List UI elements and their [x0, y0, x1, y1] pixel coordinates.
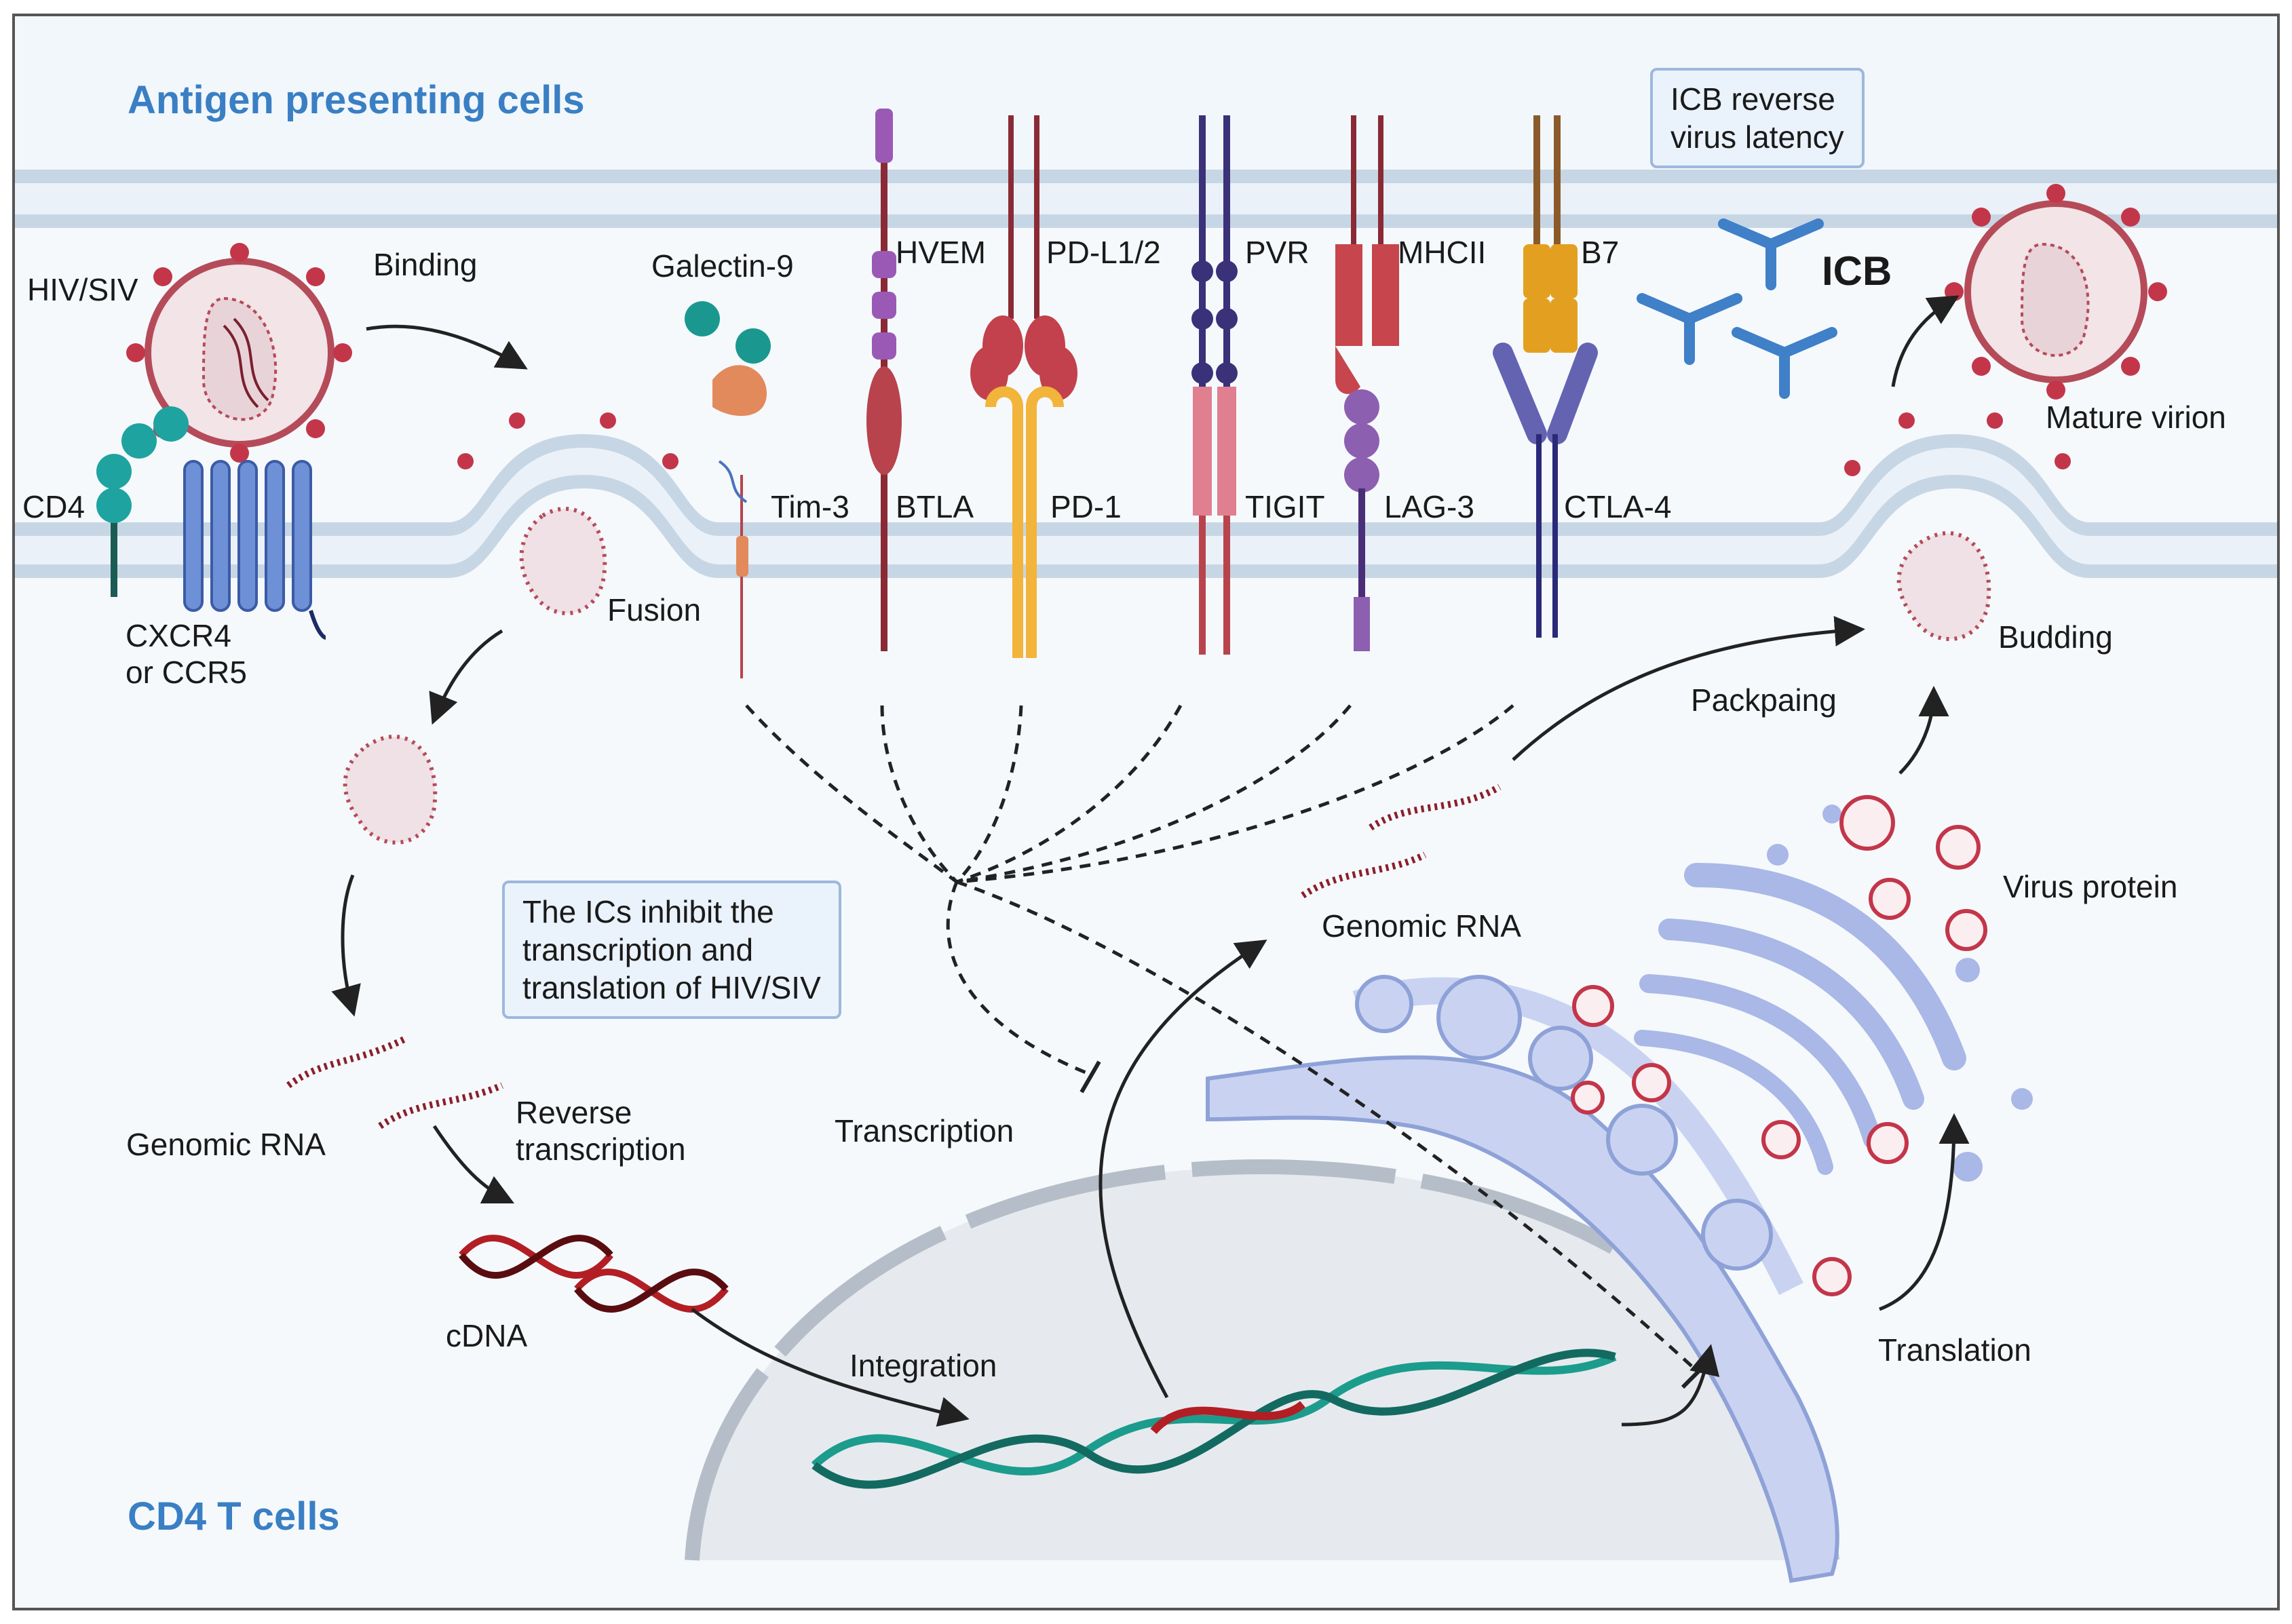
label-pvr: PVR — [1245, 235, 1310, 270]
region-label-apc: Antigen presenting cells — [128, 78, 585, 122]
label-pd-1: PD-1 — [1050, 489, 1122, 524]
pathway-arrows — [331, 295, 1970, 1427]
label-budding: Budding — [1998, 619, 2113, 655]
label-virus-protein: Virus protein — [2003, 869, 2178, 904]
fusion-capsid — [519, 507, 607, 615]
region-label-tcell: CD4 T cells — [128, 1494, 340, 1539]
label-btla: BTLA — [896, 489, 974, 524]
apc-membrane — [15, 170, 2277, 228]
label-pd-l1-2: PD-L1/2 — [1046, 235, 1161, 270]
provirus-dna — [811, 1349, 1617, 1489]
hiv-virion — [145, 258, 335, 448]
label-packaging: Packpaing — [1691, 682, 1837, 718]
label-integration: Integration — [849, 1348, 997, 1383]
label-transcription: Transcription — [835, 1113, 1014, 1148]
label-tigit: TIGIT — [1245, 489, 1325, 524]
ccr5-coreceptor — [183, 460, 326, 640]
label-fusion: Fusion — [607, 592, 702, 627]
surface-spikes — [457, 412, 2071, 476]
label-b7: B7 — [1581, 235, 1620, 270]
label-mature-virion: Mature virion — [2046, 400, 2226, 435]
label-cdna: cDNA — [446, 1318, 528, 1353]
genomic-rna-strands — [286, 784, 1502, 1129]
label-hvem: HVEM — [896, 235, 986, 270]
label-hiv-siv: HIV/SIV — [27, 272, 138, 307]
inhibition-lines — [745, 704, 1698, 1372]
label-genomic-rna-left: Genomic RNA — [126, 1127, 326, 1162]
label-translation: Translation — [1878, 1332, 2031, 1368]
label-mhcii: MHCII — [1398, 235, 1487, 270]
note-ics-inhibit: The ICs inhibit the transcription and tr… — [502, 881, 841, 1020]
pdl-pd1 — [970, 115, 1077, 658]
entry-capsids — [343, 531, 1991, 845]
label-reverse-transcription: Reverse transcription — [516, 1095, 686, 1167]
virus-protein-vesicles — [1571, 795, 1987, 1296]
label-binding: Binding — [373, 247, 478, 282]
cdna-helices — [459, 1235, 729, 1313]
label-ctla-4: CTLA-4 — [1564, 489, 1672, 524]
label-lag-3: LAG-3 — [1384, 489, 1474, 524]
mature-virion — [1964, 200, 2147, 383]
hvem-btla — [866, 109, 902, 651]
icb-antibodies — [1637, 218, 1837, 399]
mhcii-lag3 — [1335, 115, 1399, 651]
golgi — [1634, 805, 2033, 1182]
label-icb: ICB — [1822, 248, 1892, 294]
endoplasmic-reticulum — [1206, 975, 1839, 1583]
note-icb-reverse: ICB reverse virus latency — [1650, 68, 1865, 169]
galectin9-tim3 — [685, 301, 771, 678]
cd4-receptor — [96, 406, 189, 597]
label-genomic-rna-top: Genomic RNA — [1322, 908, 1521, 944]
pvr-tigit — [1191, 115, 1238, 655]
label-tim-3: Tim-3 — [771, 489, 849, 524]
inhibition-bars — [1080, 1060, 1712, 1389]
label-cd4: CD4 — [22, 489, 85, 524]
label-coreceptor: CXCR4 or CCR5 — [126, 618, 247, 691]
label-galectin-9: Galectin-9 — [651, 248, 794, 284]
b7-ctla4 — [1493, 115, 1598, 638]
